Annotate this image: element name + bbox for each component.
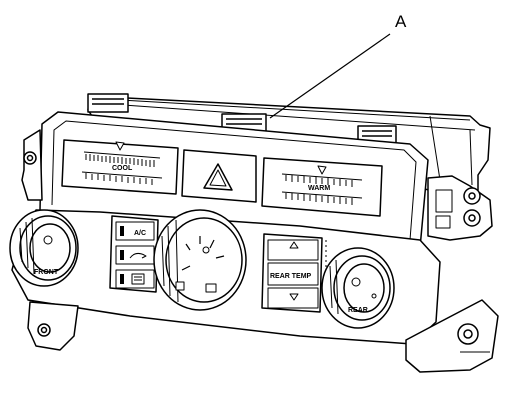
rear-temp-label: REAR TEMP [270,273,312,280]
left-vent-grille [81,151,163,185]
right-mount-tab [405,299,499,373]
callout-leader-line [269,33,391,119]
left-mount-tab [27,301,79,351]
left-side-bracket [21,129,43,201]
rear-temp-up-button[interactable] [267,239,319,261]
up-arrow-icon [289,241,299,249]
rear-defrost-icon [131,273,145,285]
recirculation-icon [129,252,147,259]
callout-label-a: A [395,12,407,31]
ac-button-label: A/C [134,230,146,237]
right-vent-grille [281,173,363,205]
front-temp-knob[interactable] [9,209,79,287]
left-vent-label: COOL [112,165,133,172]
rear-temp-mid-button[interactable] [267,262,319,286]
rear-knob-label: REAR [348,307,368,314]
ac-button[interactable] [115,221,155,241]
left-vent [61,139,179,195]
down-arrow-icon [289,293,299,301]
mode-knob[interactable] [153,209,247,311]
right-vent-label: WARM [308,185,330,192]
top-clip-left [87,93,129,113]
rear-temp-knob[interactable] [321,247,395,329]
front-knob-label: FRONT [34,269,59,276]
